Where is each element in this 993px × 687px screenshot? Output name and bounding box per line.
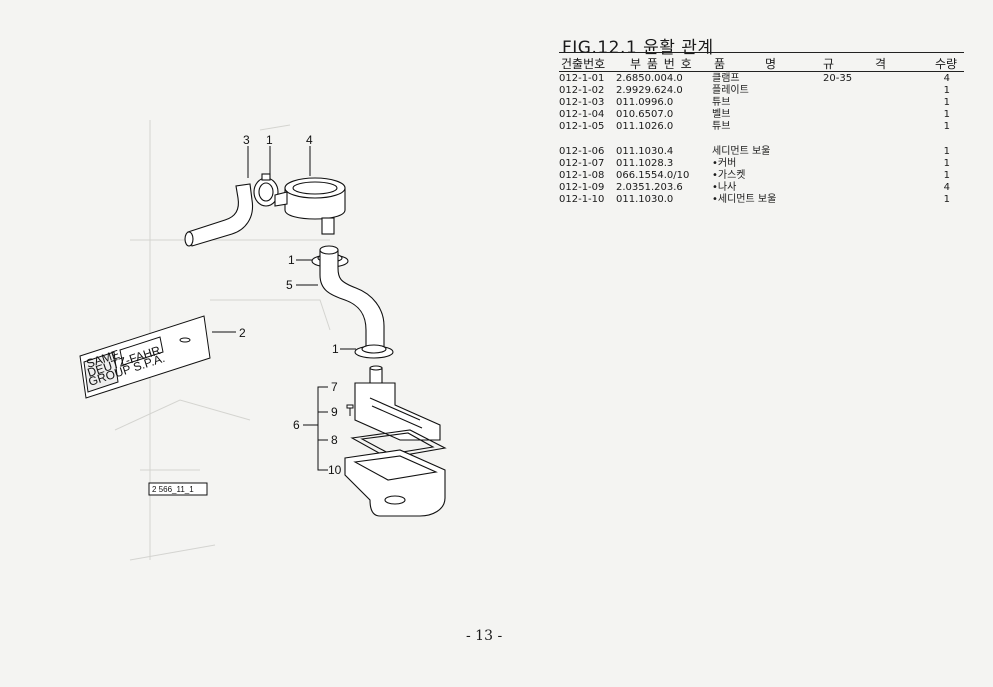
callout-1a: 1 (266, 133, 273, 147)
row-qty: 1 (943, 97, 950, 108)
row-part-no: 011.1030.4 (616, 146, 674, 157)
row-no: 012-1-02 (559, 85, 605, 96)
callout-4: 4 (306, 133, 313, 147)
row-qty: 1 (943, 146, 950, 157)
row-name: 튜브 (712, 97, 731, 108)
title-rule (559, 52, 964, 53)
row-name: 플레이트 (712, 85, 749, 96)
callout-2: 2 (239, 326, 246, 340)
row-part-no: 011.1026.0 (616, 121, 674, 132)
row-part-no: 011.0996.0 (616, 97, 674, 108)
callout-1c: 1 (332, 342, 339, 356)
row-name: 클램프 (712, 73, 740, 84)
row-qty: 1 (943, 109, 950, 120)
header-rule (559, 71, 964, 72)
row-name: 벨브 (712, 109, 731, 120)
row-qty: 1 (943, 85, 950, 96)
row-no: 012-1-01 (559, 73, 605, 84)
callout-6: 6 (293, 418, 300, 432)
page-number: - 13 - (466, 628, 503, 644)
header-spec-a: 규 (823, 57, 835, 71)
row-qty: 4 (943, 182, 950, 193)
row-name: •가스켓 (712, 170, 746, 181)
row-qty: 4 (943, 73, 950, 84)
header-name-a: 품 (714, 57, 726, 71)
header-qty: 수량 (935, 57, 958, 71)
callout-7: 7 (331, 380, 338, 394)
row-qty: 1 (943, 170, 950, 181)
row-qty: 1 (943, 121, 950, 132)
figure-title: FIG.12.1 윤활 관계 (562, 38, 714, 58)
row-name: •커버 (712, 158, 737, 169)
row-part-no: 011.1030.0 (616, 194, 674, 205)
callout-3: 3 (243, 133, 250, 147)
row-no: 012-1-10 (559, 194, 605, 205)
row-qty: 1 (943, 158, 950, 169)
header-spec-b: 격 (875, 57, 887, 71)
row-no: 012-1-04 (559, 109, 605, 120)
row-no: 012-1-07 (559, 158, 605, 169)
header-part-no: 부 품 번 호 (630, 57, 693, 71)
row-part-no: 011.1028.3 (616, 158, 674, 169)
callout-10: 10 (328, 463, 342, 477)
row-name: 튜브 (712, 121, 731, 132)
row-part-no: 066.1554.0/10 (616, 170, 690, 181)
reference-code: 2 566_11_1 (152, 485, 194, 494)
callout-8: 8 (331, 433, 338, 447)
row-name: •세디먼트 보울 (712, 194, 777, 205)
row-no: 012-1-05 (559, 121, 605, 132)
row-qty: 1 (943, 194, 950, 205)
row-part-no: 2.0351.203.6 (616, 182, 683, 193)
row-no: 012-1-06 (559, 146, 605, 157)
callout-1b: 1 (288, 253, 295, 267)
row-part-no: 010.6507.0 (616, 109, 674, 120)
row-spec: 20-35 (823, 73, 853, 84)
row-part-no: 2.9929.624.0 (616, 85, 683, 96)
callout-5: 5 (286, 278, 293, 292)
header-no: 건출번호 (561, 57, 606, 71)
header-name-b: 명 (765, 57, 777, 71)
row-no: 012-1-08 (559, 170, 605, 181)
row-no: 012-1-09 (559, 182, 605, 193)
row-name: •나사 (712, 182, 737, 193)
row-name: 세디먼트 보울 (712, 146, 771, 157)
row-part-no: 2.6850.004.0 (616, 73, 683, 84)
row-no: 012-1-03 (559, 97, 605, 108)
callout-9: 9 (331, 405, 338, 419)
